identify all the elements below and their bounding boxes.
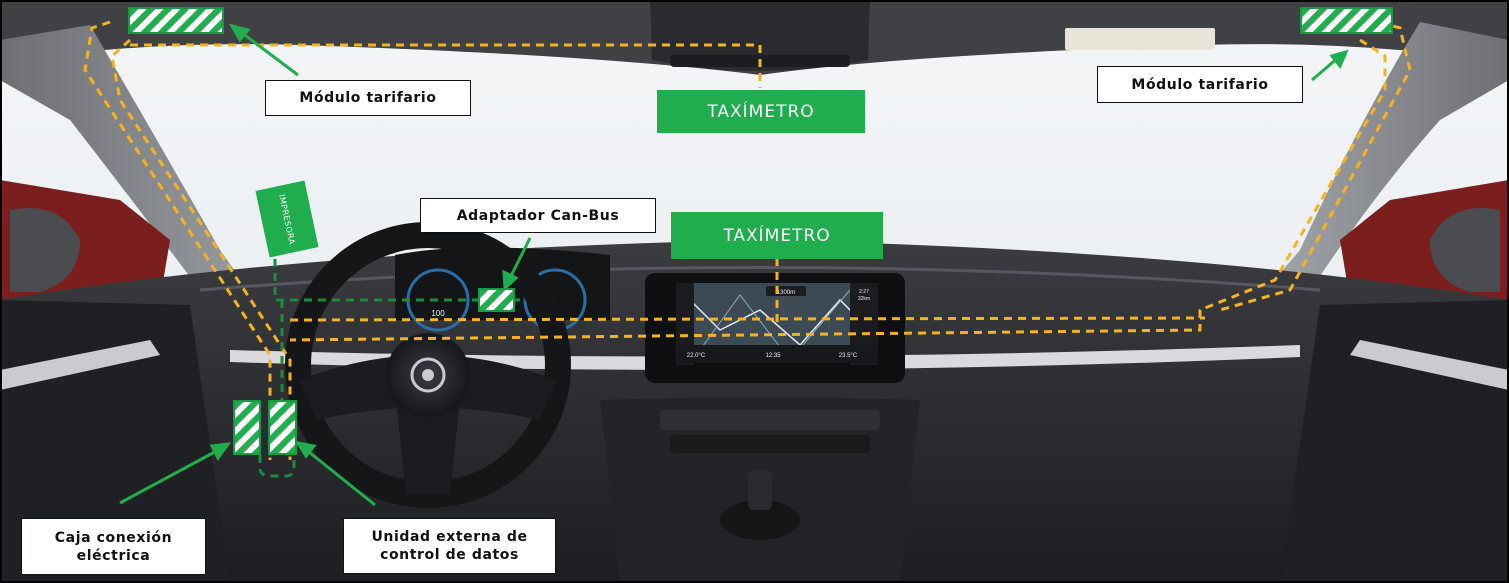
modulo-left-text: Módulo tarifario bbox=[299, 90, 437, 106]
right-door-trim bbox=[1350, 340, 1509, 390]
wire-to-taximetro-top bbox=[130, 43, 762, 88]
temp-right: 23.5°C bbox=[839, 353, 858, 359]
steering-wheel-lower-spoke bbox=[395, 390, 461, 495]
wire-dashboard-main bbox=[289, 38, 1387, 342]
climate-bar bbox=[678, 345, 878, 363]
wire-green-top bbox=[273, 245, 520, 302]
modulo-right-text: Módulo tarifario bbox=[1131, 76, 1269, 93]
brand-logo bbox=[410, 357, 446, 393]
caja-conexion-label: Caja conexión eléctrica bbox=[21, 518, 206, 575]
left-a-pillar bbox=[0, 25, 270, 330]
pointer-arrows bbox=[119, 23, 1349, 507]
modulo-tarifario-left-label: Módulo tarifario bbox=[265, 80, 471, 116]
clock: 12:35 bbox=[765, 353, 781, 359]
taximetro-top-badge: TAXÍMETRO bbox=[657, 90, 865, 133]
adaptador-can-bus-unit bbox=[478, 288, 515, 312]
wire-left-pillar-inner bbox=[110, 38, 292, 460]
taximetro-mid-badge: TAXÍMETRO bbox=[671, 212, 883, 259]
gear-knob bbox=[748, 470, 772, 510]
map-roads bbox=[689, 298, 871, 347]
caja-conexion-unit bbox=[233, 400, 261, 455]
brand-logo-center bbox=[422, 369, 434, 381]
impresora-label: IMPRESORA bbox=[277, 192, 297, 246]
modulo-tarifario-left-unit bbox=[128, 7, 224, 34]
arrow-modulo-left bbox=[237, 28, 299, 77]
arrow-head-modulo-left bbox=[228, 23, 251, 43]
adaptador-text: Adaptador Can-Bus bbox=[456, 207, 620, 224]
speed-readout: 100 bbox=[431, 309, 445, 318]
unidad-externa-label: Unidad externa de control de datos bbox=[343, 518, 556, 574]
rear-view-mirror bbox=[650, 0, 870, 71]
arrow-head-caja bbox=[209, 442, 232, 461]
right-a-pillar bbox=[1240, 22, 1509, 330]
green-wiring bbox=[258, 245, 520, 478]
left-side-mirror bbox=[10, 208, 80, 292]
right-side-mirror bbox=[1430, 208, 1500, 292]
dashboard-edge bbox=[199, 266, 1321, 292]
arrow-caja bbox=[119, 446, 223, 505]
adaptador-can-bus-label: Adaptador Can-Bus bbox=[420, 198, 656, 233]
wire-dashboard-upper bbox=[289, 316, 1206, 322]
mini-km: 32km bbox=[858, 296, 870, 302]
yellow-wiring bbox=[83, 20, 1412, 460]
screen-sidebar bbox=[676, 283, 694, 365]
wire-right-pillar-outer bbox=[1219, 20, 1412, 312]
shifter-boot bbox=[720, 500, 800, 540]
arrow-head-unidad bbox=[294, 440, 317, 459]
mini-time: 2:27 bbox=[859, 289, 869, 295]
airbag-sticker bbox=[1065, 28, 1215, 50]
caja-line-1: Caja conexión bbox=[54, 529, 173, 546]
unidad-line-2: control de datos bbox=[380, 547, 519, 563]
arrow-unidad bbox=[303, 446, 376, 507]
taximetro-mid-label: TAXÍMETRO bbox=[723, 225, 831, 246]
wire-left-pillar-outer bbox=[83, 20, 272, 460]
left-door-trim bbox=[0, 340, 160, 390]
climate-buttons bbox=[660, 410, 880, 430]
unidad-line-1: Unidad externa de bbox=[371, 529, 528, 545]
arrow-head-adaptador bbox=[502, 269, 519, 292]
modulo-tarifario-right-label: Módulo tarifario bbox=[1097, 66, 1303, 103]
modulo-tarifario-right-unit bbox=[1300, 7, 1393, 34]
caja-line-2: eléctrica bbox=[76, 547, 151, 564]
wire-green-loop bbox=[258, 455, 296, 478]
air-vents bbox=[670, 435, 870, 453]
taximetro-top-label: TAXÍMETRO bbox=[707, 101, 815, 122]
arrow-head-modulo-right bbox=[1329, 49, 1349, 69]
unidad-externa-unit bbox=[268, 400, 297, 455]
map-streets bbox=[699, 289, 851, 361]
distance-text: 1300m bbox=[777, 290, 795, 296]
temp-left: 22.0°C bbox=[687, 353, 706, 359]
